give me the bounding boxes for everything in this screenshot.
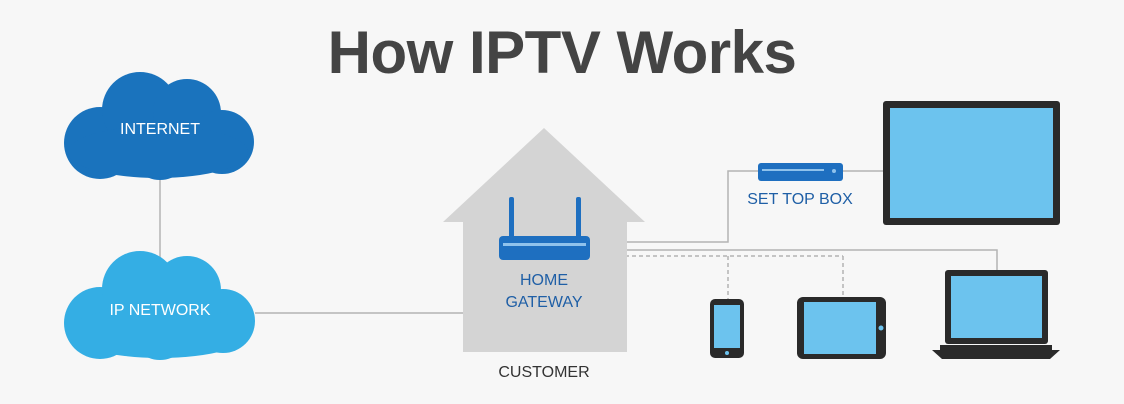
tv-icon <box>883 101 1060 225</box>
ip-network-cloud <box>64 251 255 360</box>
laptop-icon <box>932 270 1060 359</box>
set-top-box-icon <box>758 163 843 181</box>
smartphone-icon <box>710 299 744 358</box>
set-top-box-label: SET TOP BOX <box>747 191 853 208</box>
customer-label: CUSTOMER <box>498 364 590 381</box>
connector-gateway-laptop <box>590 249 998 270</box>
internet-label: INTERNET <box>120 121 200 138</box>
tablet-icon <box>797 297 886 359</box>
connector-gateway-settopbox <box>590 170 760 243</box>
router-icon <box>499 197 590 260</box>
ip-network-label: IP NETWORK <box>109 302 211 319</box>
internet-cloud <box>64 72 254 180</box>
page-title: How IPTV Works <box>327 19 797 86</box>
home-gateway-label: HOME GATEWAY <box>505 272 583 311</box>
